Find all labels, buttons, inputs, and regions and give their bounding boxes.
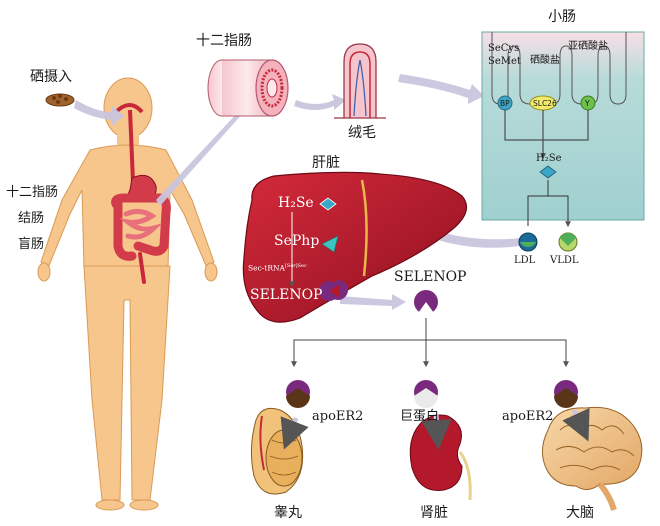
duodenum-tube: [207, 59, 289, 117]
label-colon: 结肠: [18, 211, 45, 226]
label-selenop-center: SELENOP: [394, 269, 467, 285]
label-megalin: 巨蛋白: [400, 409, 440, 424]
label-selenate: 硒酸盐: [530, 55, 560, 66]
label-duodenum-top: 十二指肠: [196, 33, 252, 49]
label-sec-trna: Sec-tRNA[Ser]Sec: [248, 263, 307, 273]
label-semet: SeMet: [488, 56, 521, 67]
label-ldl: LDL: [514, 255, 536, 266]
label-sephp: SePhp: [274, 233, 320, 249]
label-testis: 睾丸: [274, 505, 302, 521]
label-kidney: 肾脏: [420, 505, 448, 521]
testis-illustration: [250, 407, 309, 495]
label-brain: 大脑: [566, 505, 594, 521]
label-transporter-bp: BP: [500, 99, 510, 108]
small-intestine-panel: [481, 31, 645, 252]
label-apoer2-left: apoER2: [312, 409, 364, 424]
brain-illustration: [542, 406, 643, 511]
label-selenop-liver: SELENOP: [250, 287, 323, 303]
label-selenium-intake: 硒摄入: [30, 69, 72, 85]
label-villi: 绒毛: [348, 125, 376, 141]
selenium-food-pile: [45, 93, 75, 107]
label-h2se-intestine: H₂Se: [536, 153, 562, 164]
label-apoer2-right: apoER2: [502, 409, 554, 424]
liver-illustration: [242, 171, 468, 323]
label-secys: SeCys: [488, 43, 520, 54]
label-small-intestine: 小肠: [548, 9, 576, 25]
label-cecum: 盲肠: [18, 237, 45, 252]
label-duodenum-body: 十二指肠: [6, 185, 59, 200]
selenop-center: [414, 290, 438, 316]
distribution-lines: [291, 318, 569, 368]
label-selenite: 亚硒酸盐: [568, 41, 608, 52]
label-transporter-y: Y: [585, 99, 590, 108]
label-liver: 肝脏: [312, 155, 340, 171]
villi-illustration: [334, 43, 386, 119]
label-h2se-liver: H₂Se: [278, 195, 314, 211]
label-vldl: VLDL: [550, 255, 579, 266]
kidney-illustration: [409, 413, 472, 501]
human-body: [37, 77, 218, 511]
receptor-complexes: [286, 380, 578, 408]
label-transporter-slc26: SLC26: [533, 99, 557, 108]
